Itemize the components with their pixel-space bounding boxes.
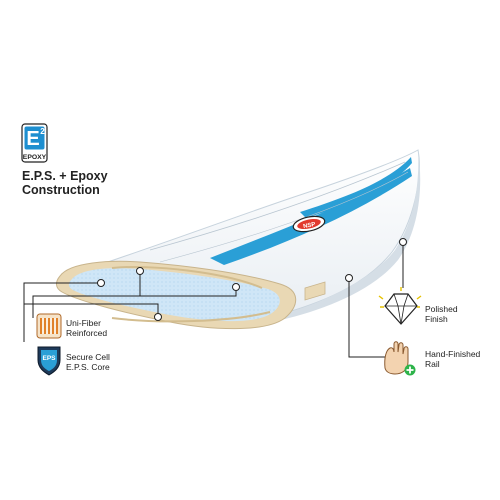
label-polished: Polished Finish <box>425 304 458 324</box>
badge-superscript: 2 <box>40 127 45 136</box>
callout-dot <box>154 313 162 321</box>
label-uni-fiber: Uni-Fiber Reinforced <box>66 318 107 338</box>
label-uni-fiber-line2: Reinforced <box>66 328 108 338</box>
badge-word: EPOXY <box>23 154 47 161</box>
badge-letter: E <box>26 128 39 150</box>
board-logo-text: NSP <box>303 222 316 230</box>
callout-dot <box>136 267 144 275</box>
callout-dot <box>345 274 353 282</box>
callout-dots <box>97 238 407 321</box>
epoxy-badge: E 2 EPOXY <box>21 123 48 163</box>
leader-hand-finished <box>348 278 385 358</box>
deck-stripe <box>300 157 412 218</box>
label-eps-core-line2: E.P.S. Core <box>66 362 110 372</box>
label-eps-core: Secure Cell E.P.S. Core <box>66 352 110 372</box>
label-eps-core-line1: Secure Cell <box>66 352 110 362</box>
fiber-icon <box>36 313 62 339</box>
deck-stripe <box>210 168 412 265</box>
diagram-title-line2: Construction <box>22 183 100 197</box>
eps-shield-text: EPS <box>42 355 56 362</box>
hand-icon <box>384 341 416 376</box>
label-hand-finished-line1: Hand-Finished <box>425 349 481 359</box>
label-polished-line1: Polished <box>425 304 458 314</box>
leader-eps-core <box>23 282 101 342</box>
label-polished-line2: Finish <box>425 314 448 324</box>
label-uni-fiber-line1: Uni-Fiber <box>66 318 101 328</box>
label-hand-finished-line2: Rail <box>425 359 440 369</box>
diagram-title: E.P.S. + Epoxy Construction <box>22 169 108 197</box>
diamond-icon <box>378 287 422 325</box>
callout-dot <box>97 279 105 287</box>
leader-uni-fiber <box>32 271 141 318</box>
callout-dot <box>232 283 240 291</box>
surfboard: NSP <box>56 149 421 330</box>
badge-fill <box>24 126 45 150</box>
eps-shield-icon: EPS <box>37 346 61 376</box>
diagram-title-line1: E.P.S. + Epoxy <box>22 169 108 183</box>
leader-eps-core-branch <box>24 303 159 317</box>
callout-dot <box>399 238 407 246</box>
label-hand-finished: Hand-Finished Rail <box>425 349 480 369</box>
